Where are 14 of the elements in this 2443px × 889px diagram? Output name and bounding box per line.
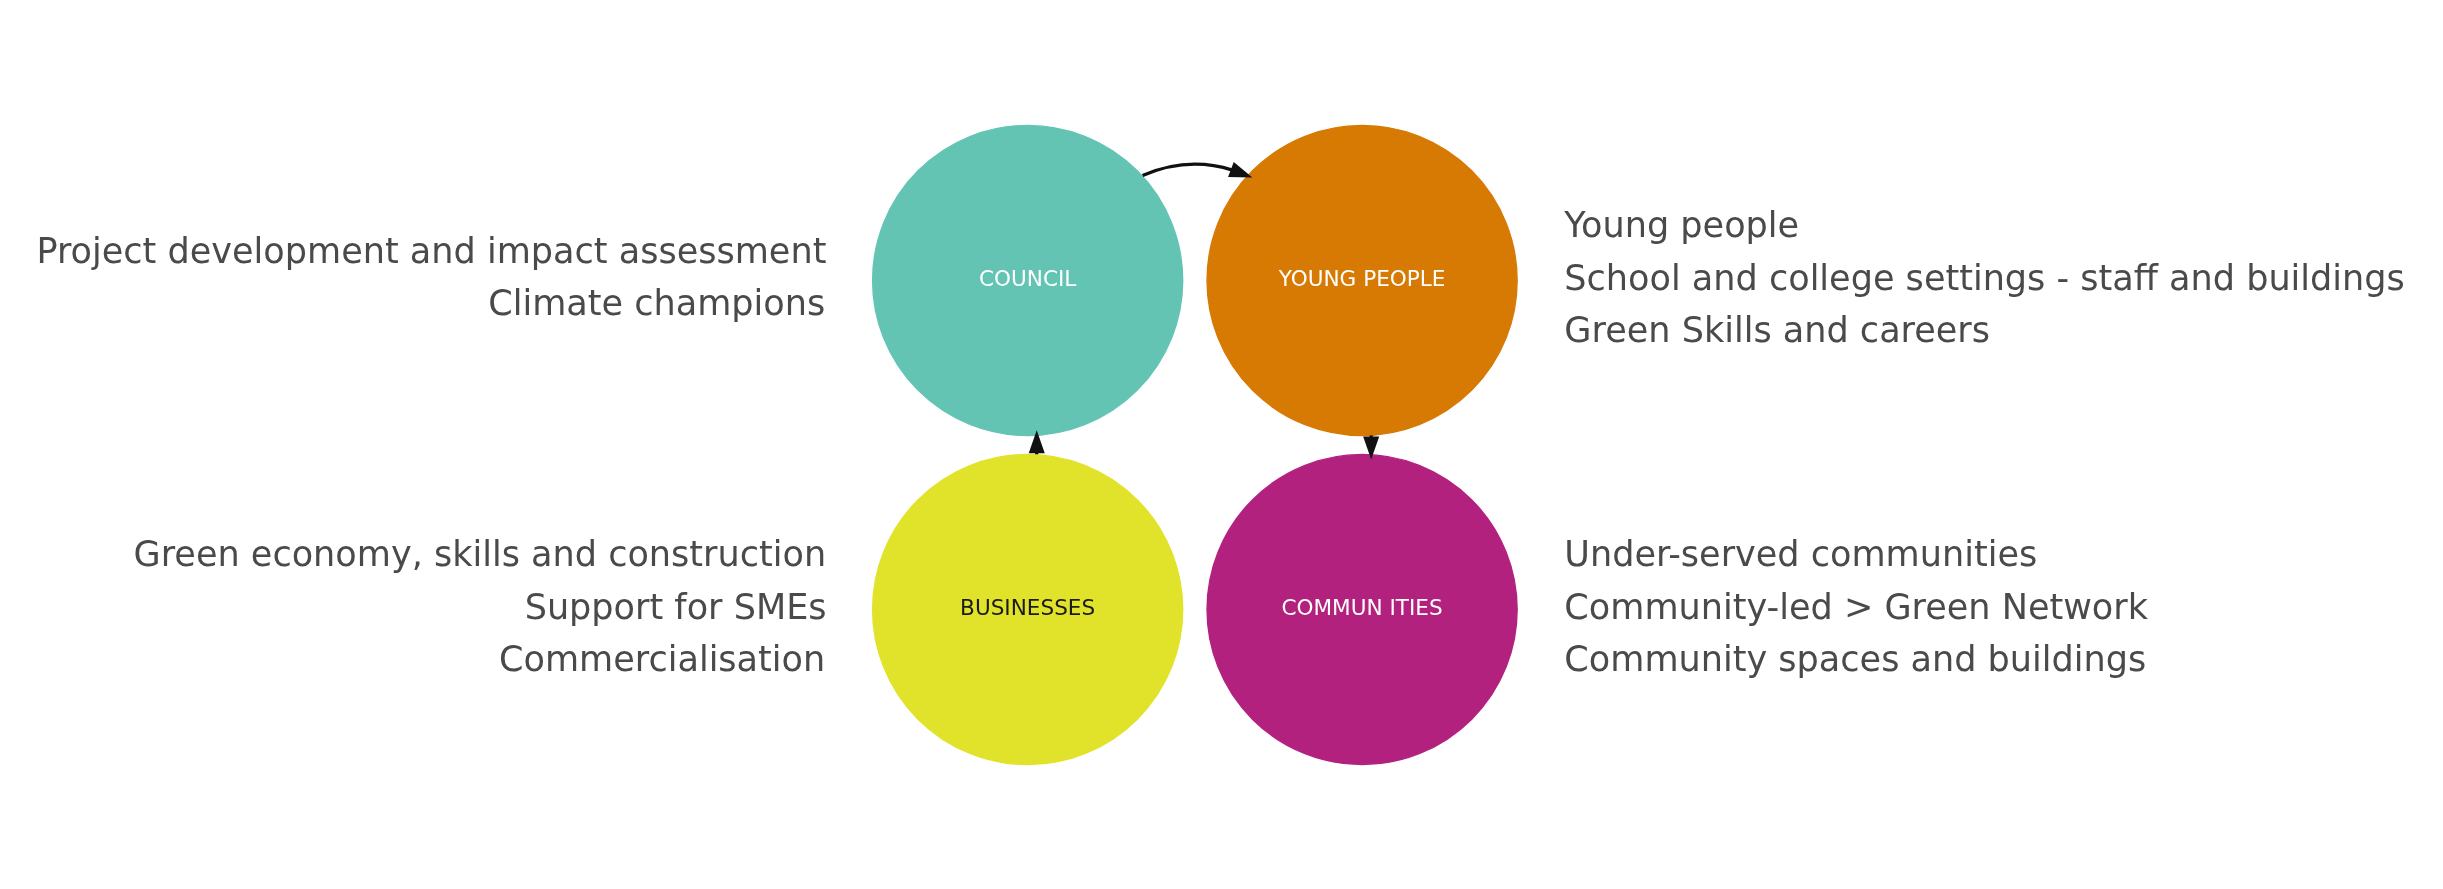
node-label: Climate champions: [488, 281, 826, 323]
node-label: Support for SMEs: [524, 585, 827, 627]
node-label: Community spaces and buildings: [1564, 637, 2147, 679]
node-circle: COMMUN ITIES: [1206, 453, 1518, 765]
node-label: Community-led > Green Network: [1564, 585, 2149, 627]
arrow: [1141, 161, 1253, 178]
node-label: Project development and impact assessment: [36, 229, 827, 271]
node-label: Young people: [1564, 203, 1800, 245]
node-label: Under-served communities: [1564, 532, 2038, 574]
node-circle: COUNCIL: [871, 124, 1184, 436]
node-label: Commercialisation: [499, 637, 826, 679]
node-label: School and college settings - staff and buildings: [1564, 256, 2405, 298]
node-label: Green Skills and careers: [1564, 308, 1991, 350]
node-label: Green economy, skills and construction: [133, 532, 827, 574]
